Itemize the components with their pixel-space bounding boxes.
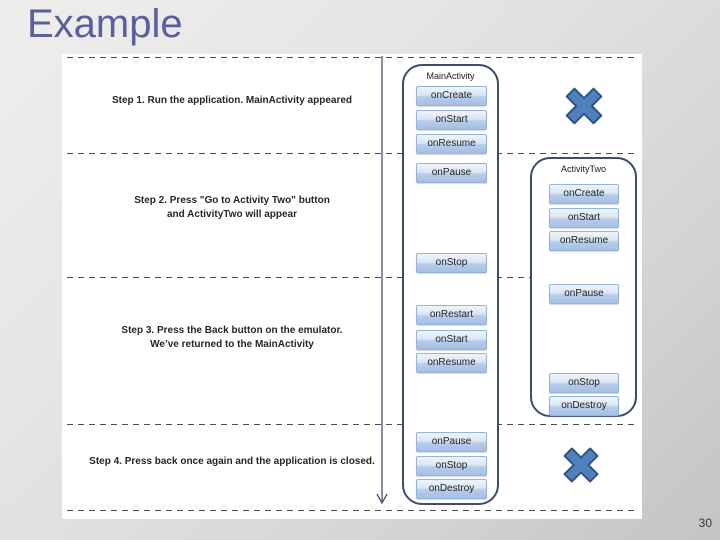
lifecycle-event-button: onStop xyxy=(549,373,619,393)
step-separator-line xyxy=(67,277,637,278)
lifecycle-event-button: onResume xyxy=(549,231,619,251)
slide-title: Example xyxy=(27,2,183,46)
step-label: Step 3. Press the Back button on the emu… xyxy=(121,325,343,350)
main-activity-container: MainActivity onCreate onStart onResume o… xyxy=(402,64,499,505)
step-label: Step 2. Press "Go to Activity Two" butto… xyxy=(134,195,330,220)
activity-two-container: ActivityTwo onCreate onStart onResume on… xyxy=(530,157,637,417)
step-separator-line xyxy=(67,57,637,58)
page-number: 30 xyxy=(698,516,712,530)
activity-closed-icon xyxy=(563,447,599,483)
lifecycle-event-button: onResume xyxy=(416,134,487,154)
lifecycle-event-button: onRestart xyxy=(416,305,487,325)
lifecycle-event-button: onCreate xyxy=(549,184,619,204)
lifecycle-event-button: onStop xyxy=(416,253,487,273)
lifecycle-event-button: onStart xyxy=(416,110,487,130)
step-separator-line xyxy=(67,153,637,154)
activity-closed-icon xyxy=(565,87,603,125)
timeline-arrow xyxy=(376,56,388,505)
lifecycle-event-button: onPause xyxy=(416,163,487,183)
lifecycle-event-button: onDestroy xyxy=(549,396,619,416)
lifecycle-event-button: onStop xyxy=(416,456,487,476)
activity-two-title: ActivityTwo xyxy=(560,164,606,174)
step-separator-line xyxy=(67,424,637,425)
diagram-panel: Step 1. Run the application. MainActivit… xyxy=(62,54,642,519)
step-separator-line xyxy=(67,510,637,511)
lifecycle-event-button: onStart xyxy=(416,330,487,350)
lifecycle-event-button: onStart xyxy=(549,208,619,228)
step-label: Step 1. Run the application. MainActivit… xyxy=(111,95,353,106)
lifecycle-event-button: onPause xyxy=(549,284,619,304)
lifecycle-event-button: onDestroy xyxy=(416,479,487,499)
lifecycle-event-button: onCreate xyxy=(416,86,487,106)
lifecycle-event-button: onResume xyxy=(416,353,487,373)
step-label: Step 4. Press back once again and the ap… xyxy=(89,456,375,467)
lifecycle-event-button: onPause xyxy=(416,432,487,452)
main-activity-title: MainActivity xyxy=(426,71,475,81)
